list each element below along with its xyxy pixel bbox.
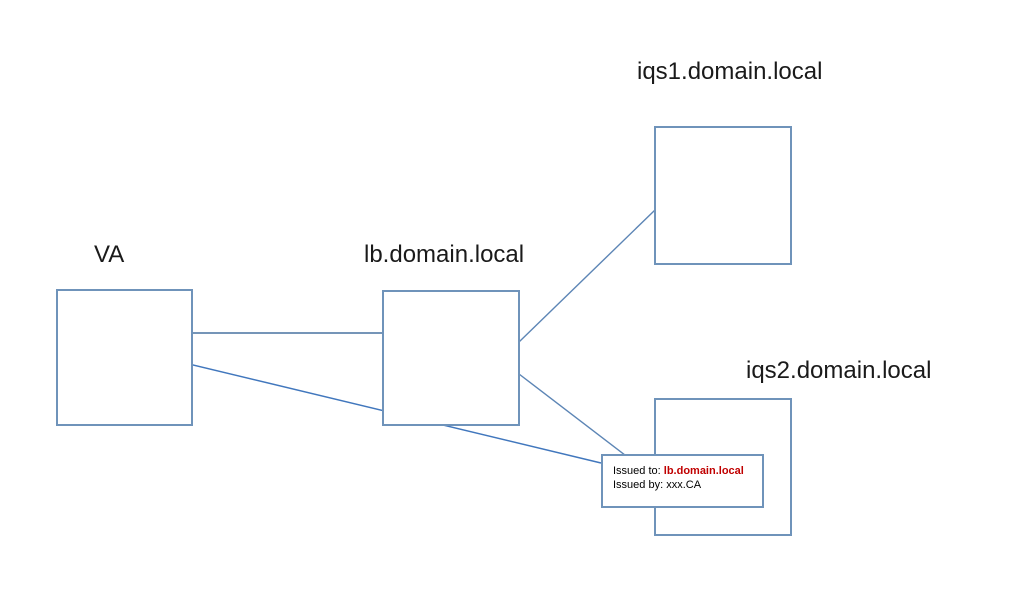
iqs2-node-label: iqs2.domain.local xyxy=(746,357,932,384)
iqs1-node-label: iqs1.domain.local xyxy=(637,58,823,85)
connector-lb-iqs1 xyxy=(518,209,656,343)
certificate-callout: Issued to: lb.domain.local Issued by: xx… xyxy=(601,454,764,508)
va-node-box xyxy=(56,289,193,426)
certificate-issued-to-line: Issued to: lb.domain.local xyxy=(613,464,762,478)
va-node-label: VA xyxy=(94,241,125,268)
issued-to-prefix: Issued to: xyxy=(613,465,664,477)
iqs1-node-box xyxy=(654,126,792,265)
lb-node-box xyxy=(382,290,520,426)
certificate-issued-by-line: Issued by: xxx.CA xyxy=(613,479,702,491)
lb-node-label: lb.domain.local xyxy=(364,241,525,268)
issued-to-value: lb.domain.local xyxy=(663,465,744,477)
